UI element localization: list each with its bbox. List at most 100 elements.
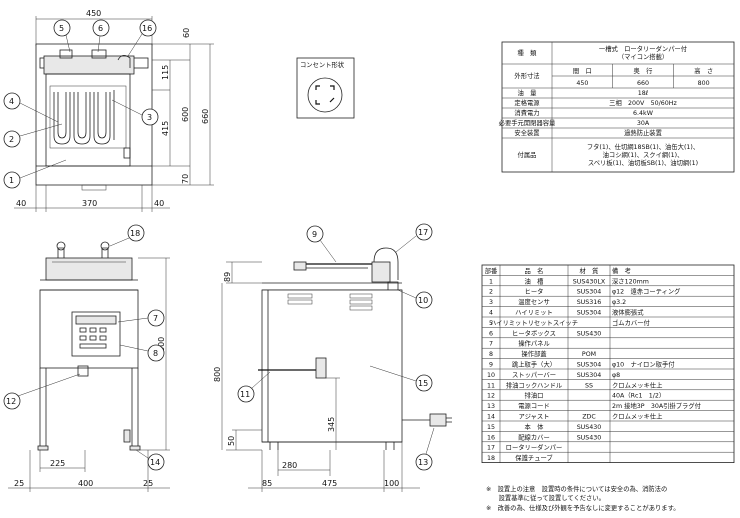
parts-row: SUS430LX (573, 278, 606, 285)
parts-row: 2m 接地3P 30A引掛プラグ付 (612, 401, 701, 410)
svg-text:18: 18 (130, 229, 140, 238)
parts-row: SS (585, 382, 593, 389)
parts-row: ロータリーダンパー (506, 443, 563, 452)
parts-row: ヒータボックス (512, 328, 556, 337)
lower-front-view: 800 225 25 400 25 18 7 8 12 14 (3, 224, 170, 492)
callout-3: 3 (111, 99, 159, 126)
parts-row: 跳上取手（大） (512, 360, 556, 369)
callout-17: 17 (395, 223, 433, 253)
dim-40-left: 40 (16, 199, 26, 208)
callout-11: 11 (237, 371, 271, 403)
spec-label: 種 類 (518, 48, 538, 57)
parts-header: 材 質 (580, 266, 599, 275)
parts-row: 13 (487, 403, 495, 410)
callout-6: 6 (92, 19, 110, 53)
dim-345: 345 (327, 417, 336, 432)
svg-text:6: 6 (98, 24, 103, 33)
dim-800-side: 800 (213, 367, 222, 382)
svg-text:3: 3 (147, 113, 152, 122)
svg-text:16: 16 (142, 24, 152, 33)
dim-70: 70 (181, 174, 190, 184)
side-view: 89 800 (213, 223, 452, 492)
spec-label: 定格電源 (514, 98, 540, 107)
parts-row: 本 体 (525, 422, 545, 431)
parts-row: ゴムカバー付 (612, 318, 650, 327)
parts-row: 深さ120mm (612, 276, 649, 285)
spec-value: 油コシ網(1)、スクイ網(1)、 (603, 150, 684, 159)
parts-row: 11 (487, 382, 495, 389)
parts-row: ストッパーバー (512, 371, 556, 379)
callout-2: 2 (3, 123, 63, 148)
parts-row: POM (582, 351, 596, 358)
parts-row: ハイリミットリセットスイッチ (490, 319, 578, 327)
parts-row: 15 (487, 424, 495, 431)
parts-row: 4 (489, 310, 493, 317)
svg-text:13: 13 (418, 458, 428, 467)
outlet-label: コンセント形状 (300, 60, 345, 69)
parts-row: φ10 ナイロン取手付 (612, 360, 675, 369)
svg-text:10: 10 (418, 296, 428, 305)
spec-label: 外形寸法 (514, 71, 539, 80)
svg-text:12: 12 (6, 397, 16, 406)
dim-25-right: 25 (143, 479, 153, 488)
dim-100: 100 (384, 479, 399, 488)
dim-800-front: 800 (157, 337, 166, 352)
dim-115: 115 (161, 65, 170, 80)
dim-600: 600 (181, 107, 190, 122)
parts-row: 1 (489, 278, 493, 285)
parts-row: SUS304 (577, 362, 602, 369)
svg-text:2: 2 (9, 135, 14, 144)
dim-60: 60 (182, 28, 191, 38)
notes: ※ 設置上の注意 設置時の条件については安全の為、消防法の 設置基準に従って設置… (486, 484, 680, 512)
parts-row: 40A（Rc1 1/2） (612, 393, 665, 400)
parts-row: 18 (487, 455, 495, 462)
heater-coils (53, 90, 115, 145)
spec-subval: 800 (698, 80, 710, 87)
parts-row: 9 (489, 362, 493, 369)
svg-text:11: 11 (240, 390, 250, 399)
parts-row: 温度センサ (518, 297, 549, 306)
dim-85: 85 (262, 479, 272, 488)
spec-subhead: 奥 行 (634, 66, 654, 75)
dim-89: 89 (223, 272, 232, 282)
svg-text:15: 15 (418, 379, 428, 388)
svg-text:9: 9 (312, 230, 317, 239)
note-2: 設置基準に従って設置してください。 (486, 493, 605, 502)
parts-row: 7 (489, 341, 493, 348)
svg-text:5: 5 (59, 24, 64, 33)
dim-450: 450 (86, 9, 101, 18)
parts-row: 17 (487, 445, 495, 452)
parts-row: 液体膨張式 (612, 308, 644, 317)
callout-16: 16 (127, 19, 157, 57)
svg-text:4: 4 (9, 97, 14, 106)
dim-415: 415 (161, 121, 170, 136)
spec-label: 安全装置 (514, 128, 539, 137)
spec-label: 付属品 (518, 150, 537, 159)
dim-50: 50 (227, 436, 236, 446)
callout-13: 13 (415, 427, 435, 471)
callout-15: 15 (369, 365, 433, 392)
parts-row: φ8 (612, 372, 620, 379)
spec-value: （マイコン搭載） (618, 52, 668, 61)
dim-370: 370 (82, 199, 97, 208)
dim-475: 475 (322, 479, 337, 488)
callout-8: 8 (119, 344, 165, 362)
spec-label: 油 量 (518, 88, 538, 97)
parts-row: 配線カバー (518, 432, 549, 441)
svg-text:8: 8 (153, 349, 158, 358)
parts-row: SUS430 (577, 434, 602, 441)
parts-row: φ3.2 (612, 299, 626, 306)
callout-7: 7 (117, 309, 165, 327)
parts-row: クロムメッキ仕上 (612, 380, 662, 389)
spec-value: 18ℓ (638, 90, 649, 97)
spec-value: 一槽式 ロータリーダンパー付 (599, 44, 687, 53)
note-3: ※ 改善の為、仕様及び外観を予告なしに変更することがあります。 (486, 503, 680, 512)
spec-value: スベリ板(1)、油切板SB(1)、油切網(1) (588, 158, 698, 167)
parts-row: SUS304 (577, 310, 602, 317)
svg-text:14: 14 (150, 458, 160, 467)
parts-row: SUS430 (577, 330, 602, 337)
spec-value: 過熱防止装置 (624, 128, 662, 137)
dim-225: 225 (50, 459, 65, 468)
callout-12: 12 (3, 373, 81, 410)
